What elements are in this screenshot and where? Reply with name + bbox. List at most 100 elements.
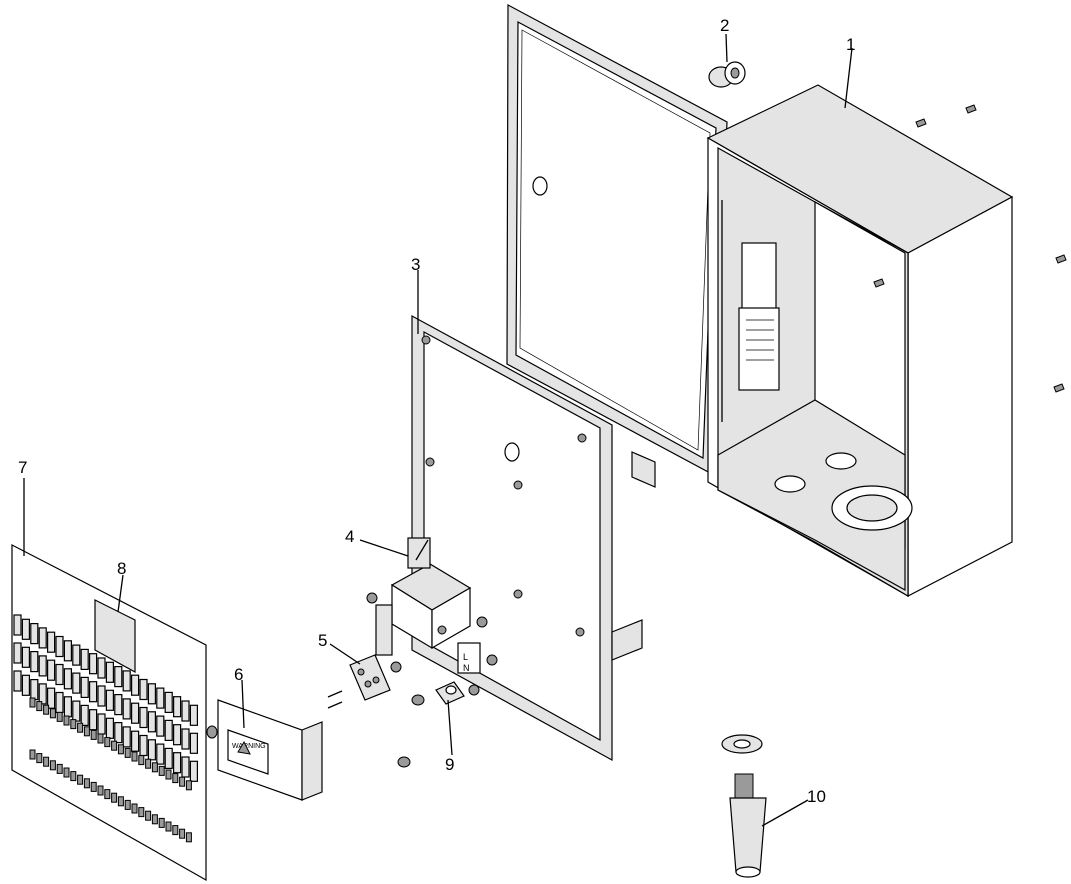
- terminal-connector: [77, 774, 84, 785]
- relay-component: [80, 676, 89, 699]
- terminal-block-ln: L N: [457, 642, 498, 674]
- terminal-connector: [145, 810, 152, 821]
- relay-component: [38, 683, 47, 705]
- relay-component: [114, 693, 123, 716]
- relay-component: [97, 713, 106, 735]
- relay-component: [122, 726, 131, 748]
- relay-component: [88, 653, 98, 675]
- relay-component: [55, 663, 64, 686]
- terminal-connector: [29, 697, 36, 708]
- relay-component: [131, 730, 140, 752]
- relay-component: [46, 631, 56, 653]
- terminal-connector: [36, 701, 43, 712]
- relay-component: [97, 685, 106, 707]
- connector-row: [29, 697, 192, 843]
- terminal-connector: [131, 803, 138, 814]
- relay-component: [63, 640, 73, 662]
- relay-component: [72, 644, 81, 666]
- relay-component: [30, 650, 39, 673]
- callout-5: 5: [318, 631, 327, 650]
- relay-component: [156, 715, 165, 737]
- relay-row: [13, 614, 198, 782]
- conduit-fitting: [721, 734, 767, 878]
- terminal-connector: [179, 828, 186, 839]
- terminal-connector: [145, 758, 152, 769]
- terminal-connector: [49, 760, 56, 771]
- terminal-connector: [111, 792, 118, 803]
- relay-component: [55, 691, 64, 714]
- board-cover: WARNING: [206, 699, 323, 801]
- relay-component: [173, 752, 182, 774]
- relay-component: [13, 614, 22, 636]
- callout-7: 7: [18, 458, 27, 477]
- terminal-connector: [90, 781, 97, 792]
- callout-4: 4: [345, 527, 354, 546]
- bracket-piece: [611, 451, 656, 661]
- relay-component: [105, 661, 115, 683]
- relay-component: [181, 728, 190, 750]
- terminal-connector: [97, 733, 104, 744]
- terminal-connector: [83, 726, 90, 737]
- relay-component: [181, 700, 190, 722]
- relay-component: [147, 711, 156, 733]
- terminal-connector: [97, 785, 104, 796]
- terminal-connector: [185, 832, 192, 843]
- relay-component: [21, 618, 30, 640]
- relay-component: [30, 622, 39, 645]
- relay-component: [105, 717, 115, 739]
- callout-3: 3: [411, 255, 420, 274]
- relay-component: [131, 674, 140, 696]
- svg-text:L: L: [463, 652, 468, 662]
- enclosure-door: [506, 4, 728, 475]
- terminal-connector: [138, 755, 145, 766]
- relay-component: [189, 732, 198, 754]
- relay-component: [147, 739, 156, 761]
- circuit-board: [11, 544, 207, 882]
- terminal-connector: [63, 767, 70, 778]
- callout-9: 9: [445, 755, 454, 774]
- relay-component: [21, 674, 30, 696]
- terminal-connector: [36, 753, 43, 764]
- relay-component: [46, 659, 56, 681]
- warning-label: WARNING: [232, 743, 266, 750]
- relay-component: [131, 702, 140, 724]
- relay-component: [173, 696, 182, 718]
- relay-component: [88, 681, 98, 703]
- terminal-connector: [56, 711, 63, 722]
- svg-text:N: N: [463, 663, 470, 673]
- relay-component: [13, 670, 22, 692]
- enclosure-box: [706, 84, 1014, 598]
- relay-component: [80, 648, 89, 671]
- relay-component: [156, 743, 165, 765]
- nut-icon: [397, 684, 480, 768]
- terminal-connector: [56, 763, 63, 774]
- relay-component: [97, 657, 106, 679]
- relay-component: [122, 670, 131, 692]
- terminal-connector: [117, 796, 124, 807]
- relay-component: [114, 665, 123, 688]
- terminal-connector: [77, 722, 84, 733]
- relay-component: [189, 760, 198, 782]
- terminal-connector: [43, 756, 50, 767]
- terminal-connector: [63, 715, 70, 726]
- relay-component: [139, 678, 148, 701]
- terminal-connector: [151, 814, 158, 825]
- terminal-connector: [131, 751, 138, 762]
- relay-component: [63, 696, 73, 718]
- terminal-connector: [138, 807, 145, 818]
- relay-component: [147, 683, 156, 705]
- lock-cylinder: [708, 61, 746, 88]
- relay-component: [164, 719, 173, 742]
- transformer: [366, 537, 488, 656]
- relay-component: [164, 691, 173, 714]
- terminal-connector: [43, 704, 50, 715]
- relay-component: [21, 646, 30, 668]
- relay-component: [181, 756, 190, 778]
- terminal-connector: [117, 744, 124, 755]
- leader-lines: [23, 33, 853, 827]
- terminal-connector: [29, 749, 36, 760]
- callout-10: 10: [807, 787, 826, 806]
- callout-6: 6: [234, 665, 243, 684]
- relay-component: [114, 721, 123, 744]
